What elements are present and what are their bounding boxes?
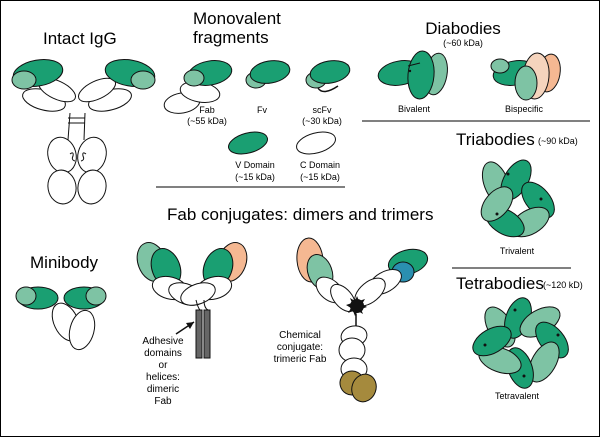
triabodies-title: Triabodies bbox=[456, 130, 535, 149]
monovalent-title-line1: Monovalent bbox=[193, 9, 281, 28]
c-domain-legend-shape bbox=[296, 131, 336, 155]
fab-conjugates-title: Fab conjugates: dimers and trimers bbox=[167, 205, 434, 224]
diabodies-size-label: (~60 kDa) bbox=[443, 38, 483, 48]
intact-igg-figure bbox=[11, 58, 156, 205]
adhesive-label-line1: Adhesive bbox=[142, 336, 184, 347]
fv-label: Fv bbox=[257, 105, 267, 115]
adhesive-label-line6: Fab bbox=[154, 396, 172, 407]
bispecific-diabody-figure bbox=[490, 52, 561, 101]
v-domain-legend-shape bbox=[228, 131, 268, 155]
tetrabody-figure bbox=[472, 297, 569, 389]
monovalent-title-line2: fragments bbox=[193, 28, 269, 47]
fab-label: Fab bbox=[199, 105, 215, 115]
adhesive-label-line4: helices: bbox=[146, 372, 180, 383]
fv-fragment-figure bbox=[245, 60, 291, 89]
scfv-fragment-figure bbox=[305, 60, 351, 93]
tetrabodies-size-label: (~120 kD) bbox=[543, 280, 583, 290]
triabody-figure bbox=[480, 159, 555, 238]
chemical-label-line2: conjugate: bbox=[276, 342, 324, 353]
bivalent-label: Bivalent bbox=[397, 104, 431, 114]
tetrabodies-title: Tetrabodies bbox=[456, 274, 544, 293]
bivalent-diabody-figure bbox=[377, 50, 448, 100]
scfv-size-label: (~30 kDa) bbox=[302, 116, 342, 126]
v-domain-label: V Domain bbox=[235, 160, 275, 170]
scfv-label: scFv bbox=[312, 105, 332, 115]
fab-fragment-figure bbox=[163, 60, 233, 114]
minibody-title: Minibody bbox=[30, 253, 99, 272]
c-domain-size-label: (~15 kDa) bbox=[300, 172, 340, 182]
tetravalent-label: Tetravalent bbox=[494, 391, 540, 401]
v-domain-size-label: (~15 kDa) bbox=[235, 172, 275, 182]
fab-size-label: (~55 kDa) bbox=[187, 116, 227, 126]
intact-igg-title: Intact IgG bbox=[43, 29, 117, 48]
adhesive-label-line3: or bbox=[158, 360, 168, 371]
diabodies-title: Diabodies bbox=[425, 19, 501, 38]
minibody-figure bbox=[15, 286, 107, 351]
trimeric-fab-figure bbox=[296, 237, 429, 403]
bispecific-label: Bispecific bbox=[504, 104, 544, 114]
chemical-label-line1: Chemical bbox=[279, 330, 321, 341]
adhesive-label-line5: dimeric bbox=[146, 384, 180, 395]
chemical-label-line3: trimeric Fab bbox=[273, 354, 327, 365]
c-domain-label: C Domain bbox=[299, 160, 341, 170]
chemical-linker-icon bbox=[346, 296, 367, 316]
dimeric-fab-figure bbox=[136, 242, 248, 359]
adhesive-label-line2: domains bbox=[144, 348, 182, 359]
triabodies-size-label: (~90 kDa) bbox=[538, 136, 578, 146]
trivalent-label: Trivalent bbox=[499, 246, 535, 256]
